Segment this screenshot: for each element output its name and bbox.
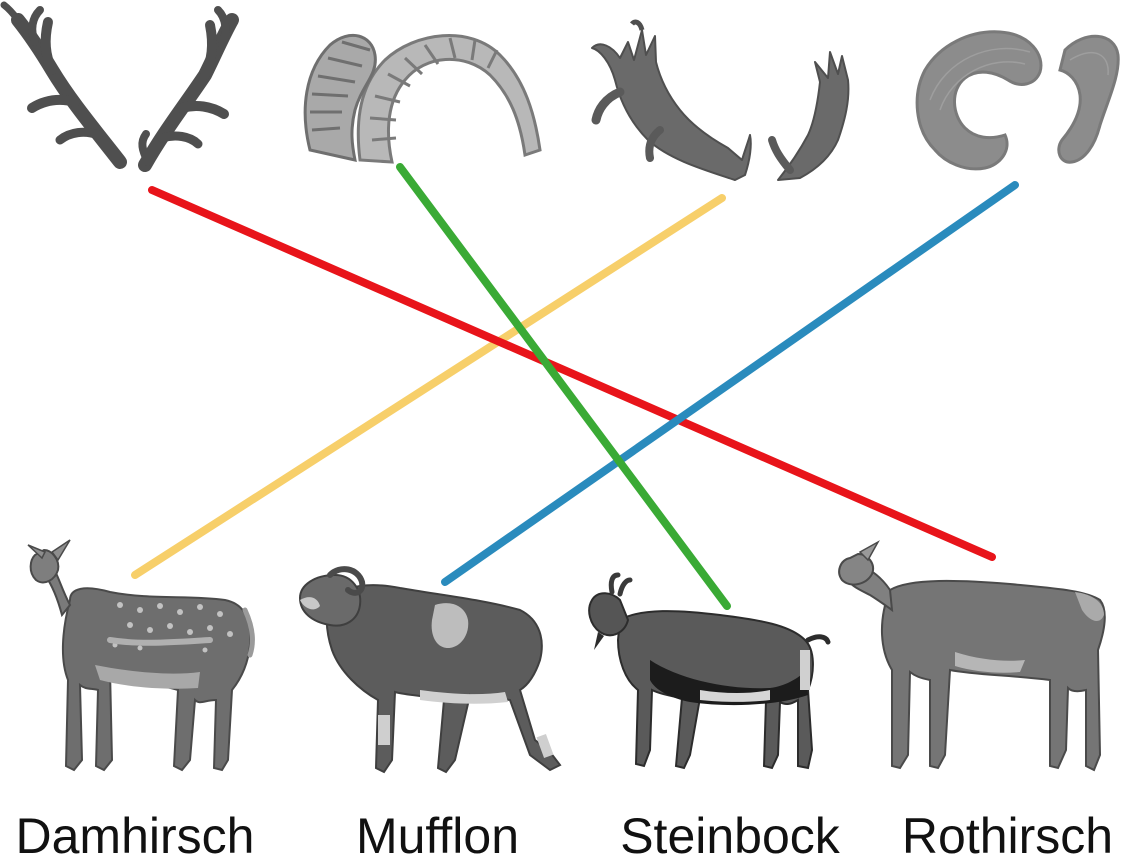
label-rothirsch: Rothirsch [895,808,1120,865]
connector-red-deer [152,190,992,557]
ibex-horns-icon [305,35,540,162]
label-mufflon: Mufflon [325,808,550,865]
red-deer-antler-icon [4,5,232,165]
connector-mouflon [445,185,1015,582]
connector-fallow-deer [135,198,722,575]
connector-lines [135,167,1015,606]
fallow-deer-antler-icon [592,22,848,180]
label-damhirsch: Damhirsch [10,808,260,865]
red-deer-hind-icon [839,542,1105,770]
label-steinbock: Steinbock [605,808,855,865]
ibex-icon [589,575,828,768]
mouflon-horns-icon [917,32,1118,169]
mouflon-icon [300,569,560,772]
connector-ibex [400,167,727,606]
